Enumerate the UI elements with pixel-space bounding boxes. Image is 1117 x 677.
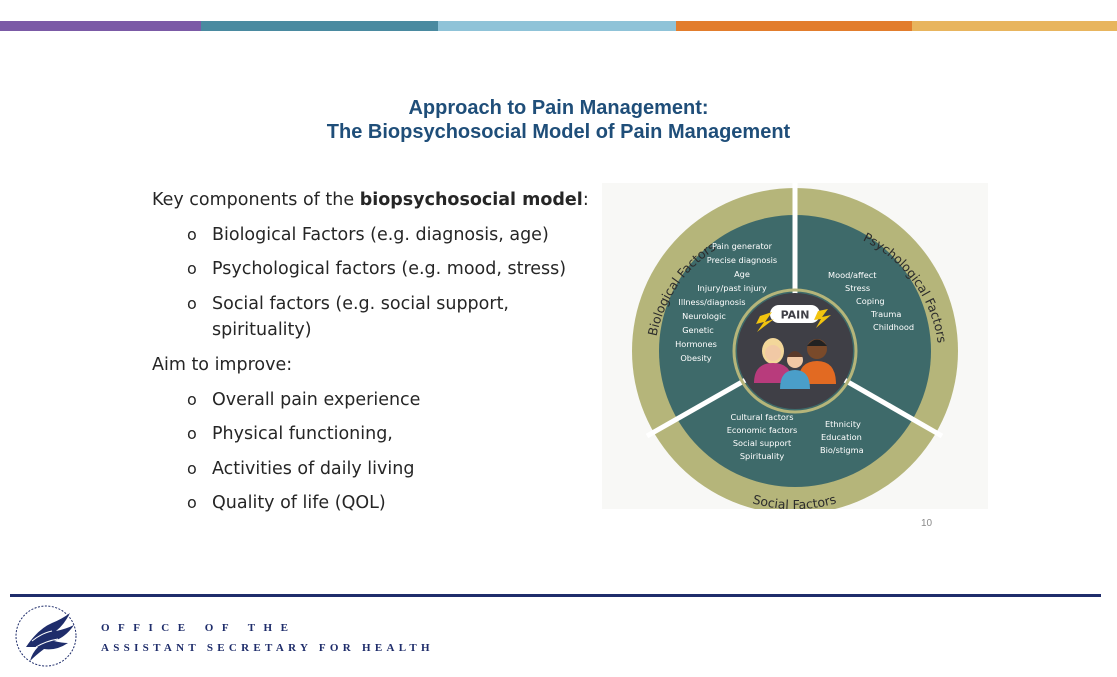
list-item: o Overall pain experience <box>152 386 602 421</box>
factor-item: Spirituality <box>740 451 784 461</box>
factor-item: Mood/affect <box>828 270 877 280</box>
factor-item: Obesity <box>680 353 711 363</box>
lightning-icon <box>814 309 831 328</box>
pain-label-badge <box>770 305 820 323</box>
color-bar-segment <box>201 21 438 31</box>
factor-item: Neurologic <box>682 311 726 321</box>
factor-item: Coping <box>856 296 885 306</box>
list-item-text: Physical functioning, <box>212 424 393 445</box>
list-item: o Activities of daily living <box>152 455 602 490</box>
lightning-icon <box>756 312 774 332</box>
biopsychosocial-diagram: Biological Factors Psychological Factors… <box>602 183 988 514</box>
footer-department-line: ASSISTANT SECRETARY FOR HEALTH <box>101 642 434 654</box>
list-item-continuation: spirituality) <box>212 320 312 341</box>
color-bar-segment <box>438 21 676 31</box>
factor-item: Illness/diagnosis <box>678 297 745 307</box>
factor-item: Injury/past injury <box>697 283 767 293</box>
factor-item: Ethnicity <box>825 419 861 429</box>
factor-item: Pain generator <box>712 241 773 251</box>
color-bar-segment <box>676 21 912 31</box>
factor-item: Stress <box>845 283 870 293</box>
list-item-text: Activities of daily living <box>212 458 415 479</box>
title-line-2: The Biopsychosocial Model of Pain Manage… <box>326 121 791 143</box>
factor-item: Childhood <box>873 322 914 332</box>
list-item: o Quality of life (QOL) <box>152 489 602 524</box>
bullet-icon: o <box>187 424 197 444</box>
hhs-seal-logo <box>15 605 77 667</box>
factor-item: Cultural factors <box>730 412 793 422</box>
intro-bold: biopsychosocial model <box>359 190 583 210</box>
factor-item: Trauma <box>870 309 901 319</box>
list-item: o Biological Factors (e.g. diagnosis, age… <box>152 221 602 256</box>
top-color-bar <box>0 21 1117 31</box>
factor-item: Bio/stigma <box>820 445 864 455</box>
factor-item: Genetic <box>682 325 714 335</box>
color-bar-segment <box>0 21 201 31</box>
factor-item: Precise diagnosis <box>707 255 777 265</box>
list-item-text: Social factors (e.g. social support, <box>212 293 509 314</box>
divider-line <box>839 375 944 439</box>
biopsychosocial-wheel: Biological Factors Psychological Factors… <box>602 183 988 514</box>
factor-item: Hormones <box>675 339 717 349</box>
list-item-text: Psychological factors (e.g. mood, stress… <box>212 259 567 280</box>
list-item: o Psychological factors (e.g. mood, stres… <box>152 255 602 290</box>
intro-prefix: Key components of the <box>152 190 360 210</box>
intro-line: Key components of the biopsychosocial mo… <box>152 186 602 221</box>
footer-divider <box>10 594 1101 597</box>
list-item: o Physical functioning, <box>152 420 602 455</box>
list-item-text: Quality of life (QOL) <box>212 493 386 514</box>
key-components-text: Key components of the biopsychosocial mo… <box>152 186 602 524</box>
bullet-icon: o <box>187 458 197 478</box>
aim-label: Aim to improve: <box>152 354 293 375</box>
bullet-icon: o <box>187 224 197 244</box>
social-factors-label: Social Factors <box>751 491 838 509</box>
pain-label: PAIN <box>781 309 810 322</box>
title-line-1: Approach to Pain Management: <box>408 97 709 119</box>
bullet-icon: o <box>187 293 197 313</box>
footer-office-line: OFFICE OF THE <box>101 622 297 634</box>
list-item-text: Overall pain experience <box>212 389 421 410</box>
bullet-icon: o <box>187 493 197 513</box>
factor-item: Social support <box>733 438 792 448</box>
color-bar-segment <box>912 21 1117 31</box>
list-item-text: Biological Factors (e.g. diagnosis, age) <box>212 224 549 245</box>
divider-line <box>645 375 751 439</box>
center-ring <box>732 288 858 414</box>
factor-item: Economic factors <box>727 425 798 435</box>
page-number: 10 <box>921 518 933 529</box>
list-item: o Social factors (e.g. social support, <box>152 290 602 325</box>
people-icon <box>754 338 836 389</box>
factor-item: Age <box>734 269 750 279</box>
bullet-icon: o <box>187 389 197 409</box>
slide-title: Approach to Pain Management: The Biopsyc… <box>0 96 1117 144</box>
intro-suffix: : <box>582 190 589 210</box>
factor-item: Education <box>821 432 862 442</box>
bullet-icon: o <box>187 259 197 279</box>
